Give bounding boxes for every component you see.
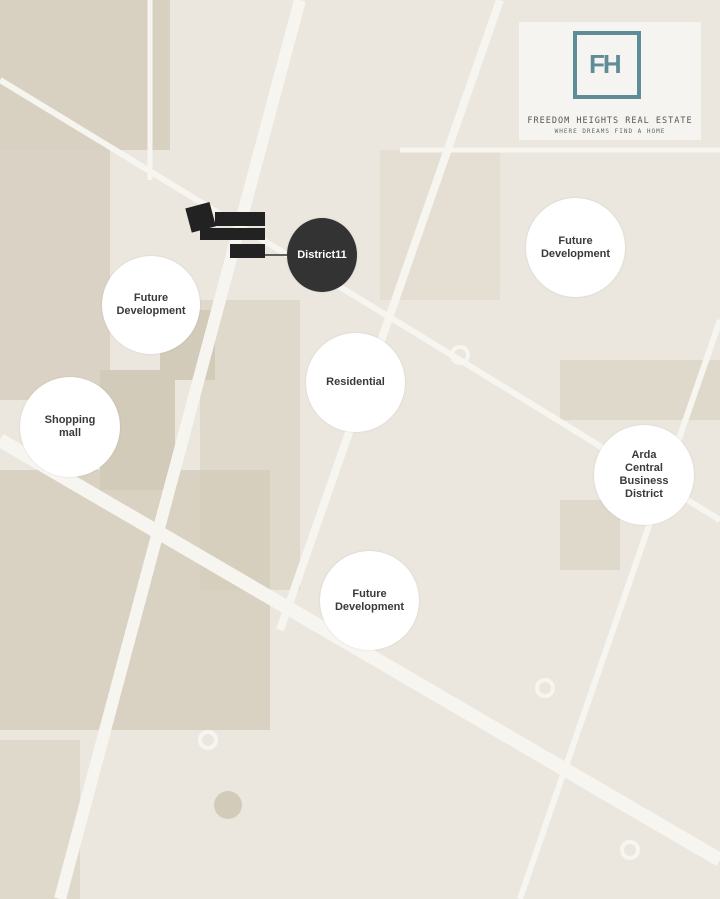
logo-tagline: WHERE DREAMS FIND A HOME	[554, 128, 666, 135]
marker-label: Future Development	[116, 292, 186, 317]
brand-logo: FH FREEDOM HEIGHTS REAL ESTATE WHERE DRE…	[519, 22, 701, 140]
marker-future-development[interactable]: Future Development	[320, 551, 419, 650]
marker-district11[interactable]: District11	[287, 218, 357, 292]
marker-future-development[interactable]: Future Development	[102, 256, 200, 354]
stadium	[214, 791, 242, 819]
marker-label: Future Development	[334, 587, 405, 613]
marker-residential[interactable]: Residential	[306, 333, 405, 432]
marker-future-development[interactable]: Future Development	[526, 198, 625, 297]
logo-mark: FH	[573, 31, 641, 99]
marker-arda-cbd[interactable]: Arda Central Business District	[594, 425, 694, 525]
marker-label: Residential	[326, 376, 385, 388]
marker-label: Future Development	[540, 234, 611, 260]
logo-name: FREEDOM HEIGHTS REAL ESTATE	[527, 116, 693, 126]
marker-label: Arda Central Business District	[619, 449, 669, 500]
marker-shopping-mall[interactable]: Shopping mall	[20, 377, 120, 477]
district11-footprint	[185, 202, 265, 258]
marker-label: Shopping mall	[44, 414, 96, 439]
marker-label: District11	[297, 248, 347, 261]
